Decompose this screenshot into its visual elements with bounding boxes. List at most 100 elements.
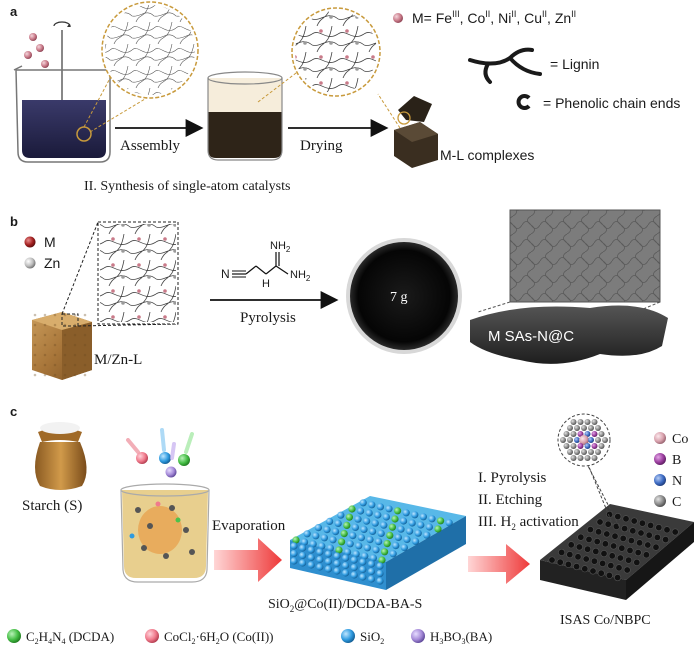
- pore: [556, 558, 564, 566]
- evaporation-label: Evaporation: [212, 518, 286, 534]
- zn-legend-label: Zn: [44, 255, 60, 271]
- sio2-sphere: [349, 532, 357, 540]
- pyrolysis-label-b: Pyrolysis: [240, 310, 296, 326]
- sio2-sphere: [359, 499, 367, 507]
- sio2-sphere: [414, 529, 422, 537]
- pore: [627, 537, 635, 545]
- sio2-sphere: [290, 549, 298, 558]
- section-title: II. Synthesis of single-atom catalysts: [84, 179, 290, 194]
- pore: [575, 543, 583, 551]
- pore: [608, 552, 616, 560]
- dish-mass-label: 7 g: [390, 290, 408, 305]
- pore: [671, 528, 679, 536]
- sio2-sphere: [323, 526, 331, 534]
- pore: [590, 557, 598, 565]
- cocl2-legend-label: CoCl2·6H2O (Co(II)): [164, 629, 273, 646]
- sio2-sphere: [367, 575, 375, 583]
- atom-legend-co-label: Co: [672, 432, 688, 447]
- lattice-atom: [595, 425, 601, 431]
- pore: [622, 515, 630, 523]
- pore: [618, 544, 626, 552]
- sio2-sphere: [423, 531, 431, 539]
- lattice-atom: [584, 455, 591, 461]
- dcda-nh2-top: NH2: [270, 240, 291, 254]
- sio2-sphere: [299, 551, 307, 560]
- pore: [596, 518, 604, 526]
- starch-label: Starch (S): [22, 498, 82, 514]
- pore: [642, 551, 650, 559]
- sio2-legend-icon: [341, 629, 355, 643]
- pore: [593, 538, 601, 546]
- atom-legend-co-icon: [654, 432, 666, 444]
- sio2-sphere: [290, 557, 298, 565]
- dcda-nh2-right: NH2: [290, 269, 311, 283]
- sio2-sphere: [392, 542, 400, 550]
- sio2-sphere: [303, 530, 311, 538]
- phenolic-legend-label: = Phenolic chain ends: [543, 95, 680, 111]
- pore: [614, 513, 622, 521]
- lattice-atom: [560, 437, 566, 443]
- lattice-atom: [570, 431, 577, 437]
- sio2-sphere: [333, 559, 341, 568]
- pore: [566, 551, 574, 559]
- panel-a-label: a: [10, 4, 18, 19]
- sio2-sphere: [334, 519, 342, 528]
- pore: [600, 550, 608, 558]
- sio2-sphere: [316, 555, 324, 564]
- sio2-sphere: [363, 517, 371, 525]
- sio2-sphere: [417, 521, 425, 529]
- pore: [616, 554, 624, 562]
- lattice-atom: [574, 449, 580, 455]
- sio2-sphere: [348, 505, 356, 513]
- panel-c-label: c: [10, 404, 17, 419]
- lattice-atom: [588, 437, 594, 443]
- sio2-sphere: [346, 540, 354, 548]
- pore: [662, 536, 670, 544]
- sio2-sphere: [335, 546, 343, 554]
- pore: [630, 517, 638, 525]
- sio2-sphere: [374, 511, 382, 519]
- cocl2-legend-icon: [145, 629, 159, 643]
- sio2-sphere: [369, 527, 377, 536]
- sio2-sphere: [326, 544, 334, 552]
- pore: [647, 521, 655, 529]
- lattice-atom: [591, 455, 598, 461]
- pore: [606, 510, 614, 518]
- m-legend-label: M: [44, 234, 56, 250]
- pore: [584, 545, 592, 553]
- pore: [577, 533, 585, 541]
- sio2-sphere: [397, 525, 405, 533]
- pore: [623, 566, 631, 574]
- lattice-atom: [577, 443, 584, 449]
- sio2-sphere: [412, 537, 420, 546]
- sas-nc-label: M SAs-N@C: [488, 328, 574, 345]
- sio2-sphere: [333, 567, 341, 575]
- sio2-sphere: [359, 565, 367, 574]
- lattice-atom: [598, 443, 605, 449]
- pore: [611, 532, 619, 540]
- sio2-sphere: [307, 561, 315, 569]
- lattice-atom: [567, 437, 573, 443]
- atom-legend-b-label: B: [672, 453, 681, 468]
- pore: [637, 529, 645, 537]
- pore: [653, 533, 661, 541]
- sio2-sphere: [359, 573, 367, 581]
- sio2-sphere: [365, 509, 373, 517]
- pore: [574, 553, 582, 561]
- porous-carbon-slab: [540, 504, 694, 600]
- lattice-atom: [588, 425, 594, 431]
- sio2-sphere: [314, 524, 322, 532]
- metal-ions-drop: [24, 33, 49, 68]
- metal-ion-legend-icon: [393, 13, 403, 23]
- pore: [586, 526, 594, 534]
- pore: [663, 526, 671, 534]
- sio2-sphere: [350, 556, 358, 564]
- sio2-sphere: [389, 550, 397, 558]
- sio2-sphere: [361, 552, 369, 560]
- pore: [610, 542, 618, 550]
- sio2-sphere: [376, 577, 384, 585]
- lattice-atom: [584, 443, 591, 449]
- sio2-sphere: [403, 535, 411, 544]
- pore: [601, 540, 609, 548]
